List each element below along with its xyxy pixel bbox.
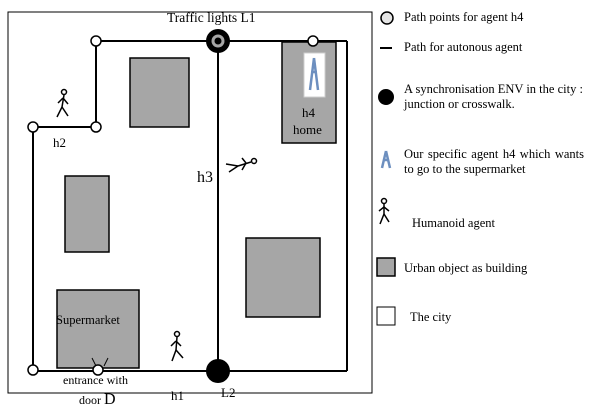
label-h3: h3 bbox=[197, 169, 213, 186]
legend-path-point-icon bbox=[380, 11, 394, 25]
legend-city-icon bbox=[376, 306, 396, 326]
humanoid-h3-icon bbox=[225, 157, 258, 173]
legend-agent-h4-icon bbox=[380, 150, 392, 169]
legend-path-points-text: Path points for agent h4 bbox=[404, 10, 524, 24]
label-home: home bbox=[293, 122, 322, 137]
legend-building-icon bbox=[376, 257, 396, 277]
legend-sync-icon bbox=[378, 89, 394, 105]
path-point bbox=[307, 35, 319, 47]
legend-sync-env-text: A synchronisation ENV in the city : junc… bbox=[404, 82, 583, 111]
humanoid-h2-icon bbox=[56, 88, 69, 118]
path-point bbox=[27, 364, 39, 376]
label-l2: L2 bbox=[221, 385, 236, 400]
label-door-letter: D bbox=[104, 391, 116, 408]
label-h1: h1 bbox=[171, 388, 184, 403]
legend-city-text: The city bbox=[410, 310, 452, 324]
path-point bbox=[90, 35, 102, 47]
path-point bbox=[90, 121, 102, 133]
humanoid-h1-icon bbox=[170, 330, 184, 362]
path-point bbox=[27, 121, 39, 133]
legend-path-auto-text: Path for autonous agent bbox=[404, 40, 523, 54]
path-point bbox=[92, 364, 104, 376]
legend-humanoid-icon bbox=[378, 197, 390, 225]
traffic-light-l1 bbox=[206, 29, 230, 53]
legend-specific-agent-text: Our specific agent h4 which wants to go … bbox=[404, 147, 584, 176]
building-right-lower bbox=[245, 237, 321, 318]
path-points bbox=[27, 35, 319, 376]
label-supermarket: Supermarket bbox=[56, 313, 120, 327]
city-boundary bbox=[7, 11, 373, 394]
door-d-icon bbox=[91, 357, 109, 367]
label-h2: h2 bbox=[53, 135, 66, 150]
building-left-middle bbox=[64, 175, 110, 253]
label-traffic-lights-l1: Traffic lights L1 bbox=[167, 10, 256, 25]
building-supermarket bbox=[56, 289, 140, 369]
legend-humanoid-text: Humanoid agent bbox=[412, 216, 495, 230]
legend-urban-object-text: Urban object as building bbox=[404, 261, 528, 275]
label-entrance: entrance with bbox=[63, 373, 128, 387]
sync-point-l2 bbox=[206, 359, 230, 383]
label-door: door D bbox=[79, 391, 116, 409]
label-h4: h4 bbox=[302, 105, 315, 120]
label-door-text: door bbox=[79, 393, 101, 407]
agent-h4-icon bbox=[303, 52, 326, 98]
building-top-center bbox=[129, 57, 190, 128]
legend-symbols bbox=[376, 11, 396, 326]
